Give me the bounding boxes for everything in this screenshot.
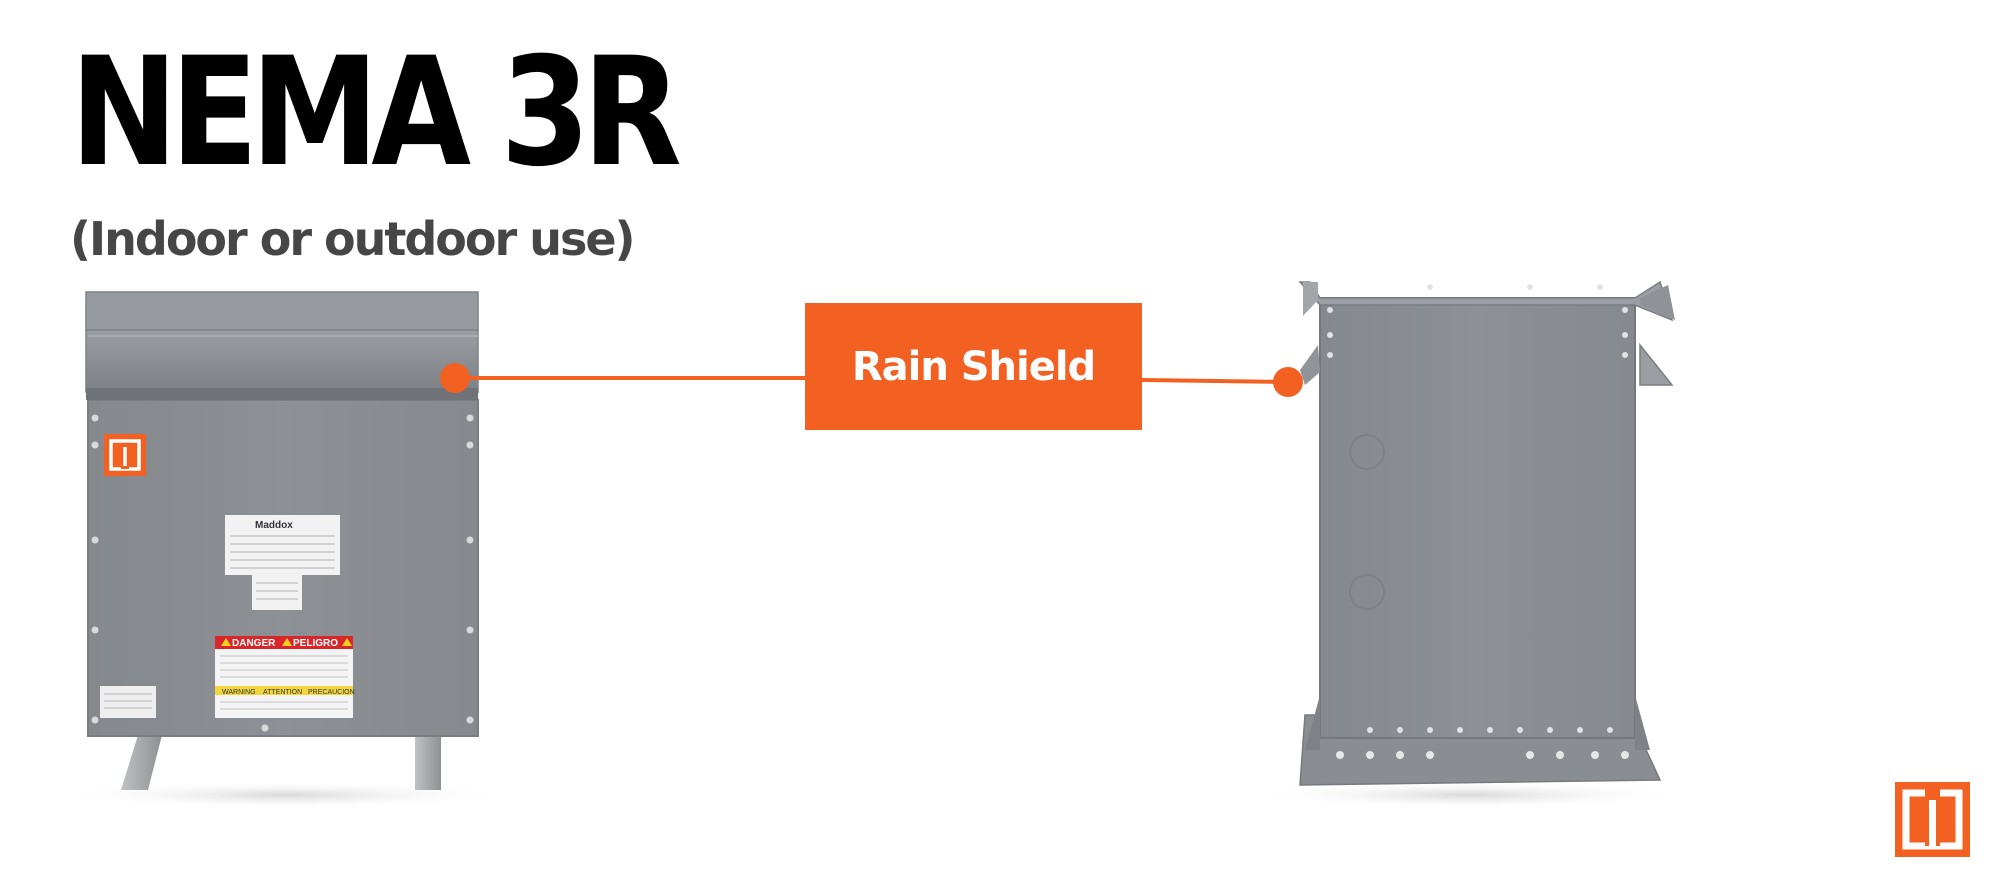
front-view-transformer: Maddox DANGER PELIGRO (55, 291, 515, 809)
enclosure-logo-badge (104, 434, 146, 476)
callout-connector (440, 363, 1303, 397)
callout-dot-left (440, 363, 470, 393)
danger-text: DANGER (232, 638, 276, 649)
danger-warning-label: DANGER PELIGRO WARNING ATTENTION PRECAUC… (215, 636, 355, 718)
rain-shield-callout: Rain Shield (805, 303, 1142, 430)
side-enclosure-body (1319, 297, 1636, 739)
attention-text: ATTENTION (263, 689, 302, 696)
rain-shield-label: Rain Shield (851, 343, 1096, 390)
side-view-transformer (1250, 280, 1690, 809)
nameplate: Maddox (225, 515, 340, 610)
page-title: NEMA 3R (70, 26, 682, 200)
front-rain-shield-top (85, 291, 479, 331)
warning-text: WARNING (222, 689, 256, 696)
precaucion-text: PRECAUCION (308, 689, 355, 696)
front-left-foot (121, 735, 162, 790)
callout-line-right (1141, 378, 1289, 384)
page-subtitle: (Indoor or outdoor use) (70, 212, 636, 266)
callout-dot-right (1273, 367, 1303, 397)
nameplate-brand: Maddox (255, 520, 293, 531)
maddox-m-logo-icon (1895, 782, 1970, 857)
rating-label (100, 686, 156, 718)
front-right-foot (415, 735, 441, 790)
peligro-text: PELIGRO (293, 638, 338, 649)
